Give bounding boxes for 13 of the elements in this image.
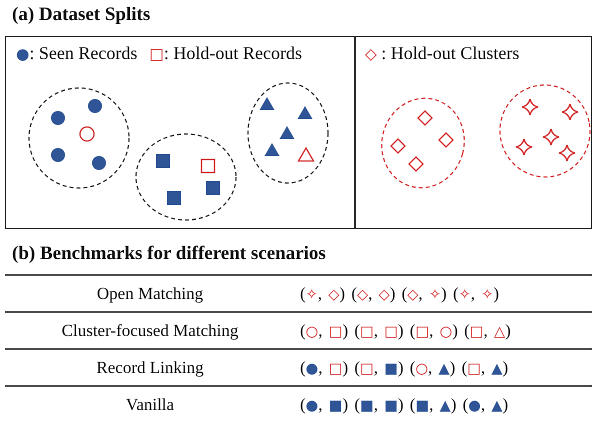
pair-list: (●, □) (□, ■) (○, ▲) (□, ▲) xyxy=(295,358,592,378)
legend-item: ●: Seen Records xyxy=(16,43,138,64)
scenario-name: Vanilla xyxy=(124,394,176,414)
section-heading: (b) Benchmarks for different scenarios xyxy=(12,243,326,265)
pair-list: (○, □) (□, □) (□, ○) (□, △) xyxy=(295,320,592,340)
pair-list: (●, ■) (■, ■) (■, ▲) (●, ▲) xyxy=(295,394,592,414)
section-heading: (a) Dataset Splits xyxy=(12,4,150,26)
scenario-name: Cluster-focused Matching xyxy=(60,320,240,340)
legend-item: ◇ : Hold-out Clusters xyxy=(365,43,520,64)
scenario-name: Open Matching xyxy=(96,284,204,304)
legend-item: □: Hold-out Records xyxy=(149,43,302,64)
scenario-name: Record Linking xyxy=(95,358,205,378)
pair-list: (✧, ◇) (◇, ◇) (◇, ✧) (✧, ✧) xyxy=(295,284,592,304)
